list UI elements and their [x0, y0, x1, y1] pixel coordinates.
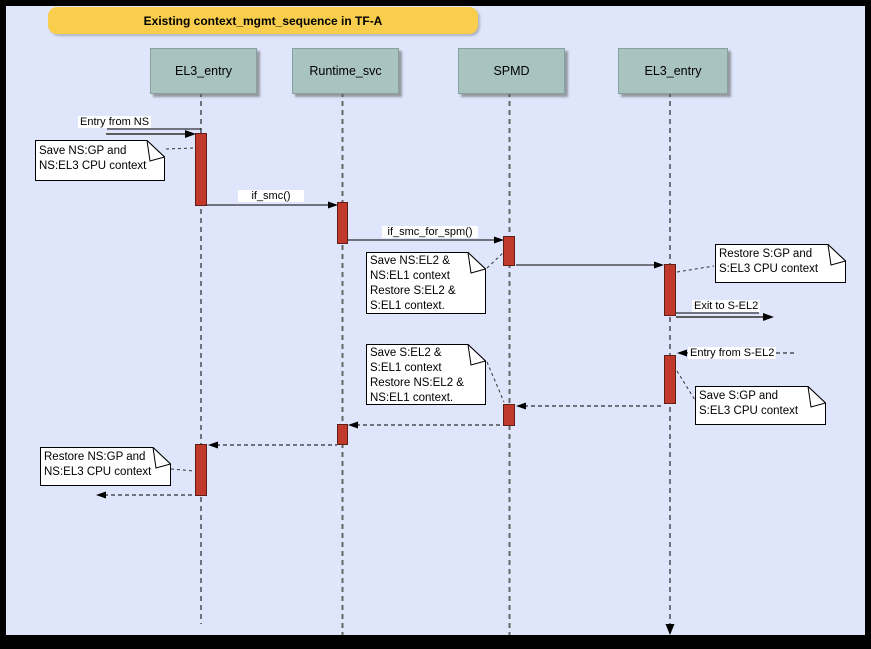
note-text: Restore S:GP and S:EL3 CPU context — [719, 248, 819, 275]
message-label-if-smc-for-spm: if_smc_for_spm() — [382, 226, 478, 238]
note-text: Save NS:EL2 & NS:EL1 context Restore S:E… — [370, 255, 456, 312]
activation-bar-runtime-svc-b — [337, 424, 348, 445]
participant-label: EL3_entry — [644, 64, 702, 78]
note-shape-icon — [366, 252, 486, 314]
activation-bar-el3-entry-2-a — [664, 264, 676, 316]
note-restore-ns-gp: Restore NS:GP and NS:EL3 CPU context — [40, 447, 171, 486]
activation-bar-el3-entry-1-b — [195, 444, 207, 496]
diagram-title: Existing context_mgmt_sequence in TF-A — [48, 7, 478, 34]
note-restore-s-gp: Restore S:GP and S:EL3 CPU context — [715, 244, 846, 283]
participant-label: EL3_entry — [175, 64, 232, 78]
note-save-ns-el2: Save NS:EL2 & NS:EL1 context Restore S:E… — [366, 252, 486, 314]
message-label-exit-to-s-el2: Exit to S-EL2 — [692, 300, 761, 312]
note-shape-icon — [366, 344, 486, 405]
note-text: Save S:EL2 & S:EL1 context Restore NS:EL… — [370, 347, 464, 404]
participant-label: Runtime_svc — [309, 64, 382, 78]
note-shape-icon — [40, 447, 171, 486]
note-save-ns-gp: Save NS:GP and NS:EL3 CPU context — [35, 140, 165, 181]
participant-label: SPMD — [493, 64, 530, 78]
note-shape-icon — [715, 244, 846, 283]
activation-bar-runtime-svc-a — [337, 202, 348, 244]
note-text: Save S:GP and S:EL3 CPU context — [699, 390, 799, 417]
activation-bar-spmd-b — [503, 404, 515, 426]
message-label-if-smc: if_smc() — [238, 190, 304, 202]
message-label-entry-from-ns: Entry from NS — [78, 116, 152, 128]
activation-bar-el3-entry-1-a — [195, 133, 207, 206]
participant-el3-entry-2: EL3_entry — [618, 48, 728, 94]
note-text: Restore NS:GP and NS:EL3 CPU context — [44, 451, 152, 478]
diagram-canvas — [6, 6, 865, 635]
note-shape-icon — [35, 140, 165, 181]
participant-spmd: SPMD — [458, 48, 565, 94]
activation-bar-spmd-a — [503, 236, 515, 266]
note-shape-icon — [695, 386, 826, 425]
participant-el3-entry-1: EL3_entry — [150, 48, 257, 94]
note-save-s-gp: Save S:GP and S:EL3 CPU context — [695, 386, 826, 425]
participant-runtime-svc: Runtime_svc — [292, 48, 399, 94]
activation-bar-el3-entry-2-b — [664, 355, 676, 404]
message-label-entry-from-s-el2: Entry from S-EL2 — [688, 347, 777, 359]
note-save-s-el2: Save S:EL2 & S:EL1 context Restore NS:EL… — [366, 344, 486, 405]
note-text: Save NS:GP and NS:EL3 CPU context — [39, 145, 147, 172]
